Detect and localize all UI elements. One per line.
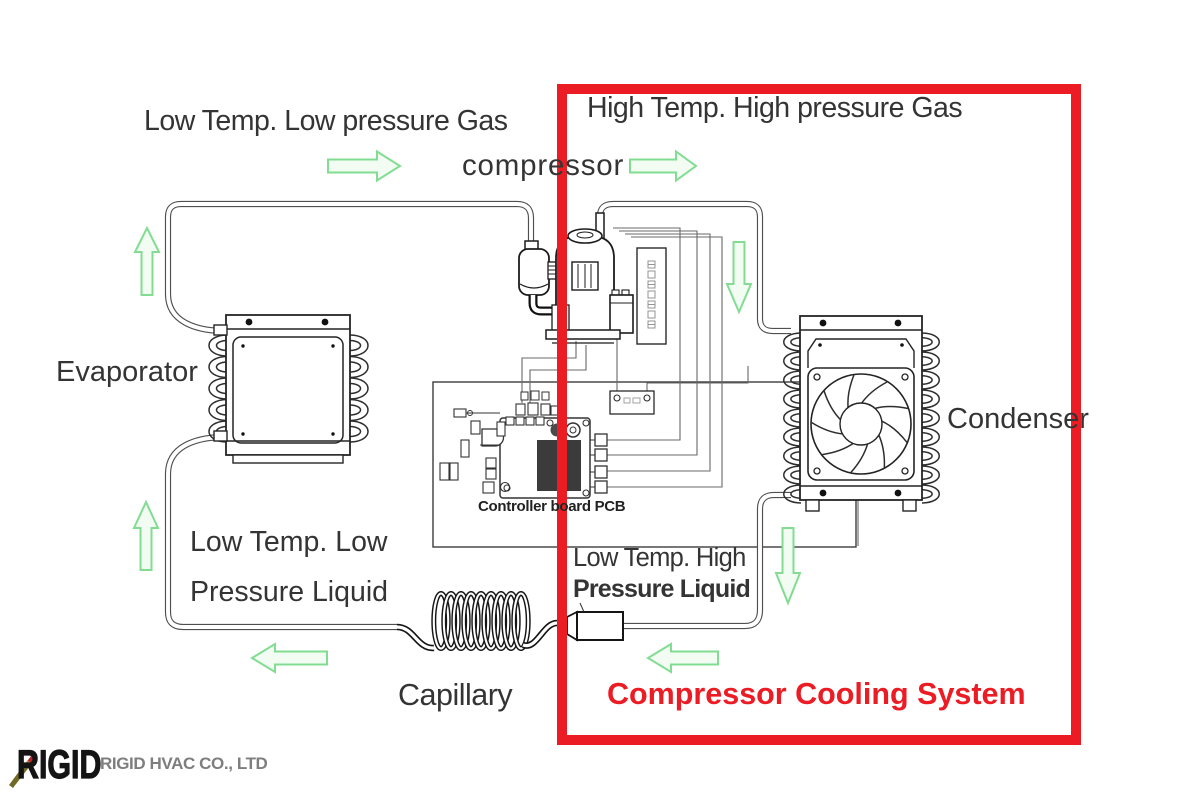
label-low-temp-low-liquid-2: Pressure Liquid [190,576,389,608]
highlight-box [557,84,1081,745]
flow-arrow-down-icon [774,527,802,606]
fan-hub [839,402,883,446]
condenser-drawing [783,315,940,512]
flow-arrows [132,149,802,674]
capillary-drawing [396,594,567,652]
evaporator-drawing [208,314,369,464]
flow-arrow-right-icon [629,149,698,183]
flow-arrow-left-icon [646,642,719,674]
label-low-temp-high-liquid-1: Low Temp. High [573,544,746,572]
label-low-temp-high-liquid-2: Pressure Liquid [573,575,751,603]
rigid-logo: RIGID [8,741,102,789]
compressor-drawing [518,212,634,344]
label-low-temp-low-gas: Low Temp. Low pressure Gas [144,105,508,137]
label-compressor: compressor [462,149,625,182]
logo-text: RIGID [17,742,101,787]
compressor-label-plate [636,247,667,345]
flow-arrow-left-icon [250,642,328,674]
controller-pcb-drawing [439,390,608,499]
filter-drier-drawing [566,602,624,642]
label-high-temp-high-gas: High Temp. High pressure Gas [587,92,963,124]
label-system-title: Compressor Cooling System [607,677,1026,711]
flow-arrow-up-icon [133,225,161,296]
flow-arrow-up-icon [132,499,160,571]
label-evaporator: Evaporator [56,356,198,388]
label-capillary: Capillary [398,678,513,712]
relay-component [609,390,655,415]
label-condenser: Condenser [947,403,1089,435]
flow-arrow-right-icon [327,149,402,183]
label-low-temp-low-liquid-1: Low Temp. Low [190,526,388,558]
company-name: RIGID HVAC CO., LTD [100,754,268,773]
refrigerant-pipes [164,200,791,631]
label-controller-pcb: Controller board PCB [478,498,626,515]
flow-arrow-down-icon [725,241,753,315]
